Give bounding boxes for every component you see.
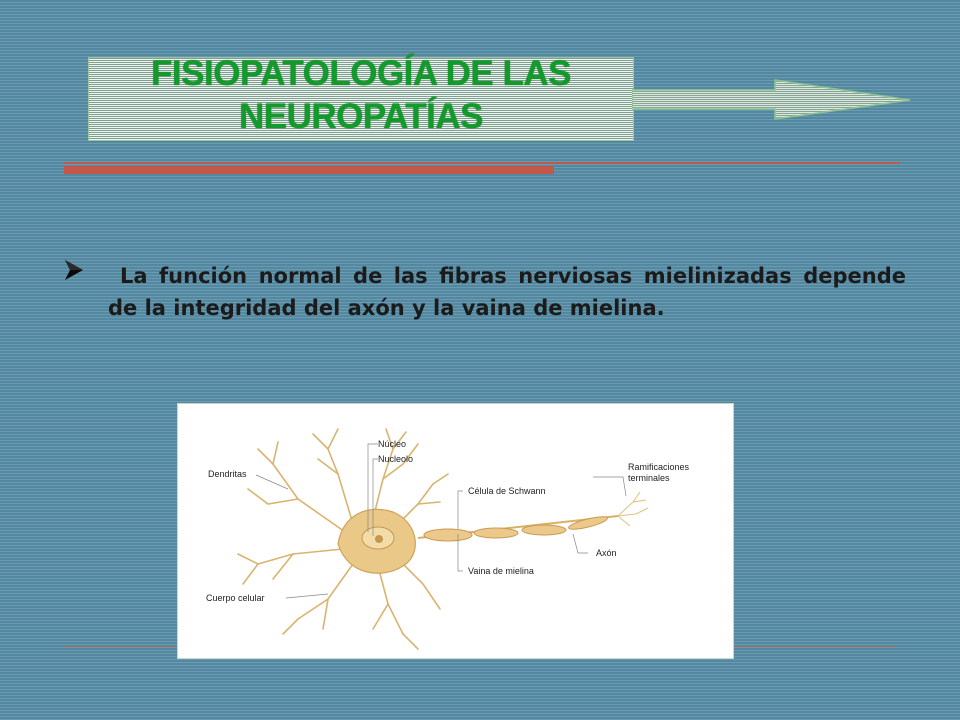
bullet-text: La función normal de las fibras nerviosa…: [108, 264, 906, 320]
label-dendritas: Dendritas: [208, 469, 247, 479]
title-box: [88, 57, 634, 141]
label-vaina: Vaina de mielina: [468, 566, 534, 576]
title-line-2: NEUROPATÍAS: [238, 97, 484, 136]
divider-thin: [64, 162, 900, 164]
label-ramificaciones-2: terminales: [628, 473, 670, 483]
slide-title: FISIOPATOLOGÍA DE LAS NEUROPATÍAS: [88, 52, 634, 138]
label-nucleo: Núcleo: [378, 439, 406, 449]
label-cuerpo: Cuerpo celular: [206, 593, 265, 603]
label-axon: Axón: [596, 548, 617, 558]
title-line-1: FISIOPATOLOGÍA DE LAS: [151, 54, 571, 93]
neuron-diagram: Núcleo Nucleolo Dendritas Célula de Schw…: [177, 403, 734, 659]
dendrites: [237, 428, 449, 650]
label-schwann: Célula de Schwann: [468, 486, 546, 496]
leader-lines: [255, 443, 627, 599]
nucleolus: [375, 535, 383, 543]
right-arrow-icon: [632, 79, 911, 120]
label-ramificaciones-1: Ramificaciones: [628, 462, 690, 472]
terminal-branches: [617, 491, 649, 527]
arrow-bullet-icon: [65, 260, 83, 280]
divider-thick: [64, 166, 554, 174]
myelin-sheath: [423, 516, 608, 542]
label-nucleolo: Nucleolo: [378, 454, 413, 464]
